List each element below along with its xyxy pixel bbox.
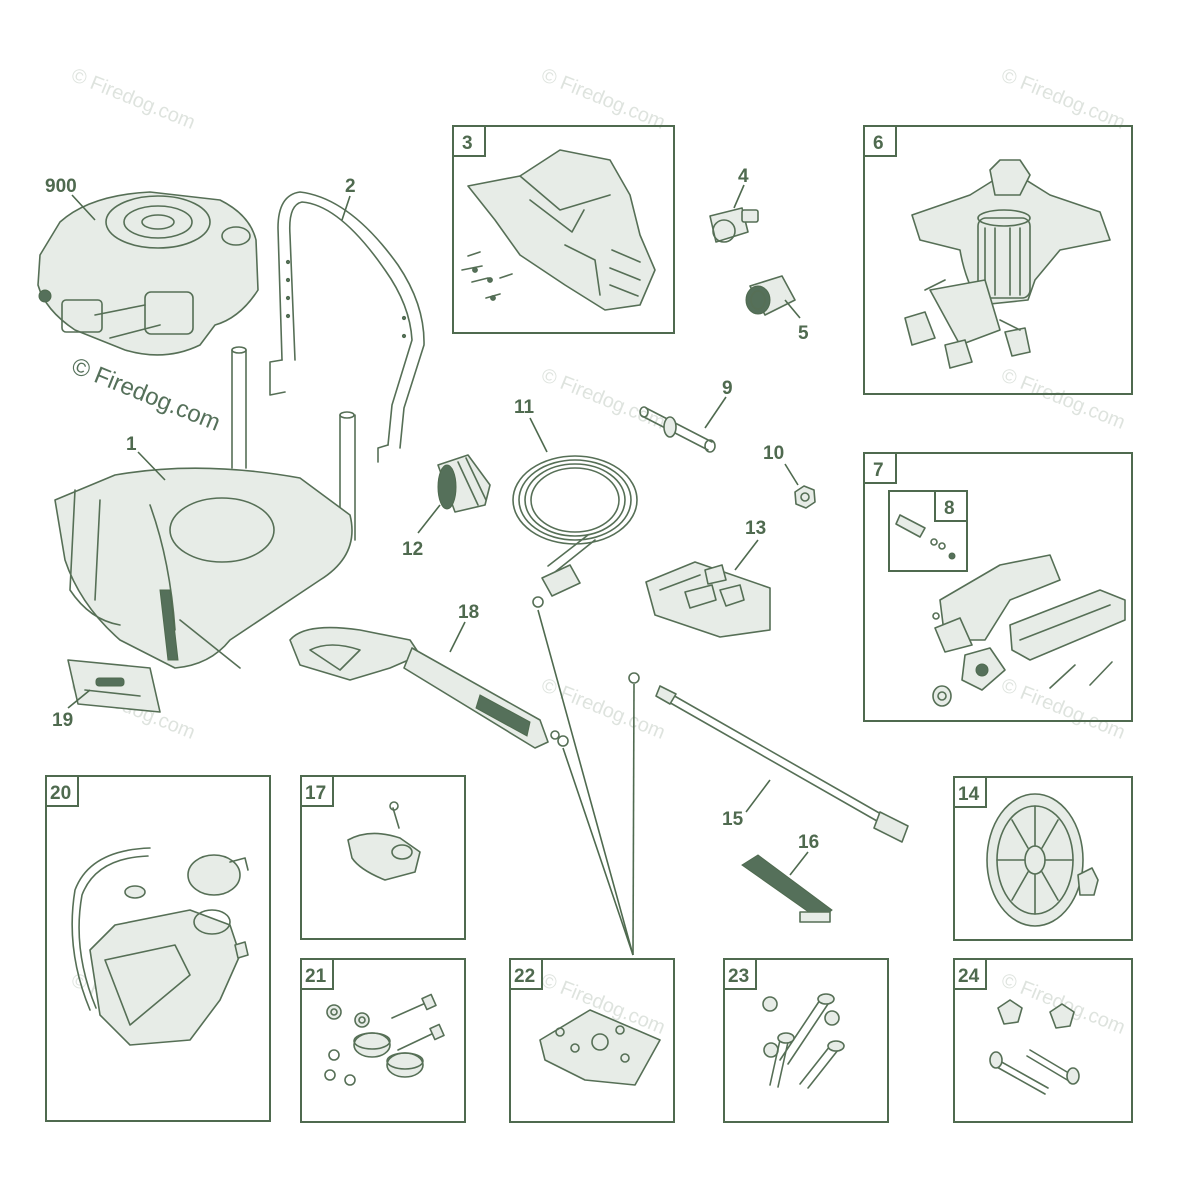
box-23-label: 23 — [728, 966, 749, 987]
box-3-tag — [452, 125, 486, 157]
callout-9: 9 — [722, 378, 733, 399]
box-17-label: 17 — [305, 783, 326, 804]
box-3 — [452, 125, 675, 334]
box-6 — [863, 125, 1133, 395]
callout-13: 13 — [745, 518, 766, 539]
callout-11: 11 — [514, 397, 535, 418]
strap-part-16 — [741, 854, 833, 923]
mount-kit-part-21 — [324, 993, 445, 1086]
callout-900: 900 — [45, 176, 77, 197]
callout-16: 16 — [798, 832, 819, 853]
box-24-tag — [953, 958, 987, 990]
callout-12: 12 — [402, 539, 423, 560]
box-21-tag — [300, 958, 334, 990]
box-21-label: 21 — [305, 966, 327, 987]
watermark: © Firedog.com — [538, 64, 668, 134]
watermark: © Firedog.com — [998, 64, 1128, 134]
box-21 — [300, 958, 466, 1123]
manifold-part-7 — [932, 554, 1126, 707]
box-22-label: 22 — [514, 966, 535, 987]
watermark: © Firedog.com — [538, 674, 668, 744]
hose-part-11 — [512, 455, 638, 608]
fitting-part-4 — [709, 207, 759, 243]
box-24 — [953, 958, 1133, 1123]
box-17-tag — [300, 775, 334, 807]
box-7-tag — [863, 452, 897, 484]
nut-part-10 — [794, 485, 816, 509]
box-7-label: 7 — [873, 460, 884, 481]
box-14 — [953, 776, 1133, 941]
pump-part-6 — [904, 159, 1111, 369]
box-6-tag — [863, 125, 897, 157]
callout-1: 1 — [126, 434, 137, 455]
box-23-tag — [723, 958, 757, 990]
watermark-prominent: © Firedog.com — [68, 353, 224, 437]
box-8-tag — [934, 490, 968, 522]
watermark: © Firedog.com — [538, 364, 668, 434]
fuel-tank-part-20 — [71, 847, 249, 1046]
callout-15: 15 — [722, 809, 744, 830]
plate-part-19 — [67, 659, 161, 713]
box-23 — [723, 958, 889, 1123]
box-7 — [863, 452, 1133, 722]
console-part-3 — [461, 149, 656, 311]
box-20-label: 20 — [50, 783, 71, 804]
wheel-part-14 — [986, 793, 1099, 927]
watermark: © Firedog.com — [68, 64, 198, 134]
callout-4: 4 — [738, 166, 749, 187]
box-17 — [300, 775, 466, 940]
handle-part-2 — [269, 191, 425, 463]
callout-18: 18 — [458, 602, 479, 623]
box-24-label: 24 — [958, 966, 980, 987]
box-22 — [509, 958, 675, 1123]
box-14-label: 14 — [958, 784, 980, 805]
box-22-tag — [509, 958, 543, 990]
unloader-part-8 — [895, 514, 956, 560]
wand-part-15 — [628, 672, 909, 843]
callout-10: 10 — [763, 443, 784, 464]
nozzle-holder-part-22 — [539, 1009, 661, 1086]
clip-part-17 — [347, 801, 421, 881]
box-3-label: 3 — [462, 133, 473, 154]
shaft-part-9 — [639, 406, 716, 453]
box-14-tag — [953, 776, 987, 808]
callout-2: 2 — [345, 176, 356, 197]
box-8-label: 8 — [944, 498, 955, 519]
coupler-part-5 — [745, 275, 796, 316]
filter-part-12 — [437, 454, 491, 513]
frame-part-1 — [54, 346, 356, 669]
watermark: © Firedog.com — [998, 364, 1128, 434]
box-6-label: 6 — [873, 133, 884, 154]
watermark: © Firedog.com — [998, 674, 1128, 744]
box-20 — [45, 775, 271, 1122]
knob-bolt-part-24 — [989, 999, 1080, 1095]
callout-19: 19 — [52, 710, 73, 731]
engine-part-900 — [37, 191, 259, 356]
spray-gun-part-18 — [289, 626, 569, 749]
box-8 — [888, 490, 968, 572]
box-20-tag — [45, 775, 79, 807]
bag-part-13 — [645, 561, 771, 638]
callout-5: 5 — [798, 323, 809, 344]
hardware-part-23 — [762, 993, 845, 1089]
